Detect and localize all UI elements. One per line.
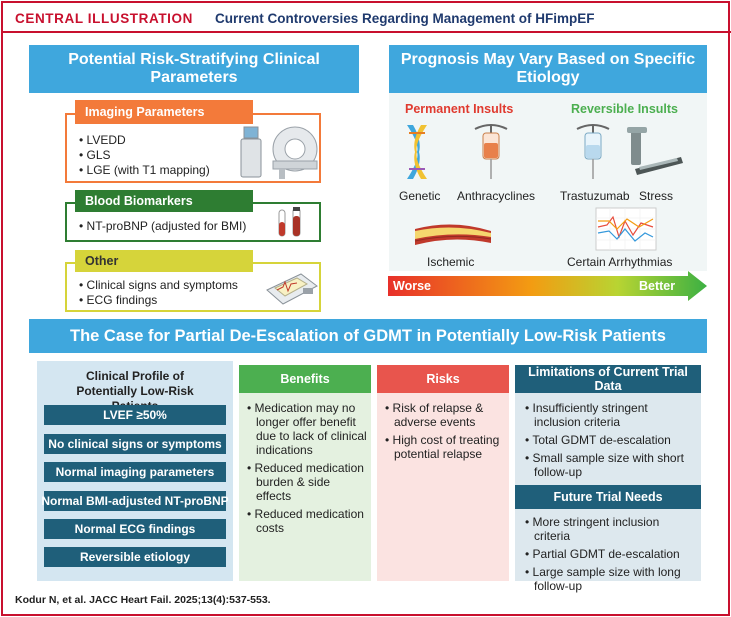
prognosis-banner: Prognosis May Vary Based on Specific Eti… <box>389 45 707 93</box>
illustration-title: Current Controversies Regarding Manageme… <box>215 11 595 26</box>
treadmill-icon <box>627 127 683 175</box>
limitation-item: Small sample size with short follow-up <box>525 451 697 479</box>
profile-item: Normal imaging parameters <box>44 462 226 482</box>
biomarker-item: • NT-proBNP (adjusted for BMI) <box>79 219 247 233</box>
benefits-list: Medication may no longer offer benefit d… <box>247 401 367 539</box>
blood-tube-icon <box>278 207 301 237</box>
permanent-insults-heading: Permanent Insults <box>405 102 514 116</box>
other-list: • Clinical signs and symptoms • ECG find… <box>79 278 238 308</box>
scale-better-label: Better <box>639 279 676 293</box>
profile-item: Normal BMI-adjusted NT-proBNP <box>41 491 229 511</box>
clinical-profile-panel: Clinical Profile of Potentially Low-Risk… <box>37 361 233 581</box>
future-need-item: Partial GDMT de-escalation <box>525 547 697 561</box>
risks-panel: Risks Risk of relapse & adverse events H… <box>377 365 509 581</box>
other-item: • ECG findings <box>79 293 158 307</box>
etiology-label-anthracyclines: Anthracyclines <box>457 189 536 203</box>
etiology-label-arrhythmias: Certain Arrhythmias <box>567 255 673 269</box>
benefit-item: Reduced medication burden & side effects <box>247 461 367 503</box>
benefit-item: Medication may no longer offer benefit d… <box>247 401 367 457</box>
blocked-artery-icon <box>414 224 492 245</box>
prognosis-scale-arrow <box>388 271 707 301</box>
arrhythmia-monitor-icon <box>595 207 657 251</box>
imaging-item: • GLS <box>79 148 111 162</box>
reversible-insults-heading: Reversible Insults <box>571 102 678 116</box>
biomarker-list: • NT-proBNP (adjusted for BMI) <box>79 219 246 234</box>
biomarker-tag: Blood Biomarkers <box>75 190 253 212</box>
other-tag: Other <box>75 250 253 272</box>
risk-item: Risk of relapse & adverse events <box>385 401 505 429</box>
future-need-item: More stringent inclusion criteria <box>525 515 697 543</box>
benefit-item: Reduced medication costs <box>247 507 367 535</box>
limitations-heading: Limitations of Current Trial Data <box>515 365 701 393</box>
profile-item: Normal ECG findings <box>44 519 226 539</box>
header-divider <box>3 31 731 33</box>
imaging-tag: Imaging Parameters <box>75 100 253 124</box>
profile-item: Reversible etiology <box>44 547 226 567</box>
benefits-heading: Benefits <box>239 365 371 393</box>
chromosome-icon <box>407 125 427 179</box>
etiology-label-trastuzumab: Trastuzumab <box>560 189 630 203</box>
imaging-item: • LGE (with T1 mapping) <box>79 163 210 177</box>
case-banner: The Case for Partial De-Escalation of GD… <box>29 319 707 353</box>
etiology-label-stress: Stress <box>639 189 674 203</box>
limitation-item: Total GDMT de-escalation <box>525 433 697 447</box>
clinical-profile-title: Clinical Profile of Potentially Low-Risk… <box>76 369 194 413</box>
risk-item: High cost of treating potential relapse <box>385 433 505 461</box>
iv-bag-icon <box>474 124 508 179</box>
risks-list: Risk of relapse & adverse events High co… <box>385 401 505 465</box>
etiology-label-genetic: Genetic <box>399 189 441 203</box>
other-item: • Clinical signs and symptoms <box>79 278 238 292</box>
etiology-label-ischemic: Ischemic <box>427 255 475 269</box>
risk-params-banner: Potential Risk-Stratifying Clinical Para… <box>29 45 359 93</box>
limitations-list: Insufficiently stringent inclusion crite… <box>525 401 697 483</box>
ecg-machine-icon <box>266 273 318 305</box>
profile-item: No clinical signs or symptoms <box>44 434 226 454</box>
future-needs-list: More stringent inclusion criteria Partia… <box>525 515 697 597</box>
risks-heading: Risks <box>377 365 509 393</box>
future-need-item: Large sample size with long follow-up <box>525 565 697 593</box>
iv-bag-icon <box>576 124 610 179</box>
imaging-list: • LVEDD • GLS • LGE (with T1 mapping) <box>79 133 210 178</box>
imaging-box: • LVEDD • GLS • LGE (with T1 mapping) <box>65 113 321 183</box>
imaging-item: • LVEDD <box>79 133 126 147</box>
profile-item: LVEF ≥50% <box>44 405 226 425</box>
limitation-item: Insufficiently stringent inclusion crite… <box>525 401 697 429</box>
citation: Kodur N, et al. JACC Heart Fail. 2025;13… <box>15 594 271 606</box>
mri-scanner-icon <box>240 126 318 179</box>
benefits-panel: Benefits Medication may no longer offer … <box>239 365 371 581</box>
trials-panel: Limitations of Current Trial Data Insuff… <box>515 365 701 593</box>
central-illustration-label: CENTRAL ILLUSTRATION <box>15 11 193 26</box>
future-needs-heading: Future Trial Needs <box>515 485 701 509</box>
scale-worse-label: Worse <box>393 279 431 293</box>
